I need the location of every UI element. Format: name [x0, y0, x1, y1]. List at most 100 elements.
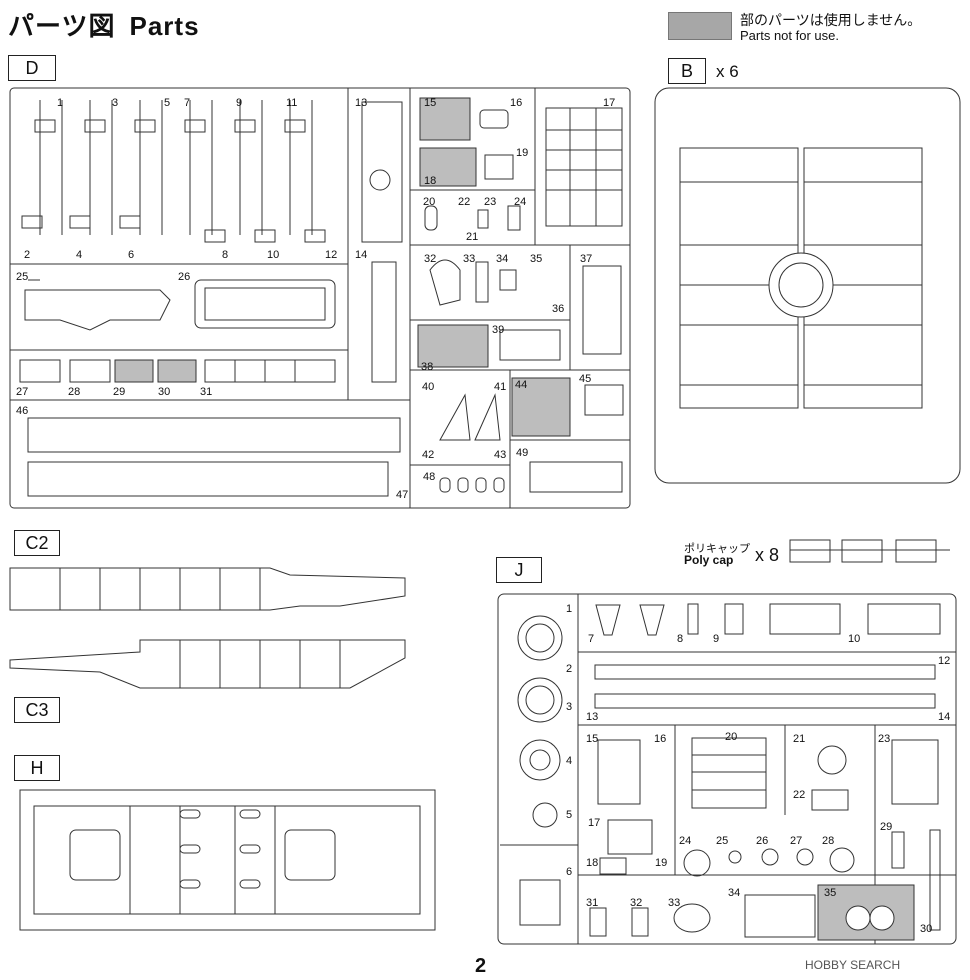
page-title-jp: パーツ図: [8, 12, 116, 42]
part-num-j-5: 5: [566, 809, 572, 821]
polycap-multiplier: x 8: [755, 545, 780, 565]
part-num-d-4: 4: [76, 249, 82, 261]
sprue-label-c2: C2: [14, 530, 60, 556]
part-num-j-12: 12: [938, 655, 950, 667]
part-num-d-22: 22: [458, 196, 470, 208]
part-num-j-21: 21: [793, 733, 805, 745]
page-title: パーツ図 Parts: [8, 6, 200, 43]
part-num-j-13: 13: [586, 711, 598, 723]
part-num-j-26: 26: [756, 835, 768, 847]
part-num-d-40: 40: [422, 381, 434, 393]
part-num-j-3: 3: [566, 701, 572, 713]
part-num-d-18: 18: [424, 175, 436, 187]
part-num-d-31: 31: [200, 386, 212, 398]
part-num-j-20: 20: [725, 731, 737, 743]
part-num-d-44: 44: [515, 379, 527, 391]
part-num-d-15: 15: [424, 97, 436, 109]
part-num-d-24: 24: [514, 196, 526, 208]
part-num-j-17: 17: [588, 817, 600, 829]
sprue-b: [654, 87, 961, 484]
part-num-j-6: 6: [566, 866, 572, 878]
part-num-d-8: 8: [222, 249, 228, 261]
part-num-d-35: 35: [530, 253, 542, 265]
part-num-d-2: 2: [24, 249, 30, 261]
part-num-j-18: 18: [586, 857, 598, 869]
legend-text-jp: 部のパーツは使用しません。: [740, 13, 922, 29]
part-num-j-2: 2: [566, 663, 572, 675]
part-num-j-1: 1: [566, 603, 572, 615]
part-num-j-14: 14: [938, 711, 950, 723]
part-num-d-11: 11: [286, 97, 297, 109]
part-num-d-13: 13: [355, 97, 367, 109]
part-num-d-47: 47: [396, 489, 408, 501]
sprue-d: [9, 87, 631, 509]
part-num-j-10: 10: [848, 633, 860, 645]
part-num-d-46: 46: [16, 405, 28, 417]
part-num-j-16: 16: [654, 733, 666, 745]
sprue-h-hull: [19, 789, 436, 931]
part-num-j-33: 33: [668, 897, 680, 909]
sprue-label-c3: C3: [14, 697, 60, 723]
not-used-swatch: [668, 12, 732, 40]
part-num-d-29: 29: [113, 386, 125, 398]
part-numbers-d: 1 2 3 4 5 6 7 8 9 10 11 12 13 14 15 16 1…: [16, 97, 615, 501]
part-num-j-15: 15: [586, 733, 598, 745]
part-num-d-33: 33: [463, 253, 475, 265]
part-num-d-16: 16: [510, 97, 522, 109]
page-number: 2: [475, 955, 487, 977]
part-numbers-j: 1 2 3 4 5 6 7 8 9 10 12 13 14 15 16 17 1…: [566, 603, 950, 935]
part-num-j-9: 9: [713, 633, 719, 645]
sprue-label-b: B: [668, 58, 706, 84]
part-num-j-35: 35: [824, 887, 836, 899]
part-num-d-37: 37: [580, 253, 592, 265]
part-num-d-1: 1: [57, 97, 63, 109]
part-num-d-3: 3: [112, 97, 118, 109]
part-num-d-25: 25: [16, 271, 28, 283]
part-num-j-19: 19: [655, 857, 667, 869]
suspension-arms: [21, 100, 326, 243]
part-num-j-31: 31: [586, 897, 598, 909]
part-num-d-12: 12: [325, 249, 337, 261]
polycap-sprue: [789, 539, 950, 563]
part-num-d-41: 41: [494, 381, 506, 393]
part-num-d-38: 38: [421, 361, 433, 373]
polycap-label-jp: ポリキャップ: [684, 542, 750, 555]
part-num-j-4: 4: [566, 755, 572, 767]
part-num-d-20: 20: [423, 196, 435, 208]
part-num-j-8: 8: [677, 633, 683, 645]
part-num-d-6: 6: [128, 249, 134, 261]
sprue-label-d: D: [8, 55, 56, 81]
watermark: HOBBY SEARCH: [805, 958, 901, 972]
part-num-d-26: 26: [178, 271, 190, 283]
sprue-label-h: H: [14, 755, 60, 781]
sprue-j: [497, 593, 957, 945]
page-title-en: Parts: [129, 11, 200, 41]
part-num-d-36: 36: [552, 303, 564, 315]
sprue-b-multiplier: x 6: [716, 62, 739, 81]
part-num-j-23: 23: [878, 733, 890, 745]
part-num-d-17: 17: [603, 97, 615, 109]
part-num-d-49: 49: [516, 447, 528, 459]
part-num-j-25: 25: [716, 835, 728, 847]
part-num-d-21: 21: [466, 231, 478, 243]
part-num-j-29: 29: [880, 821, 892, 833]
sprue-label-j: J: [496, 557, 542, 583]
part-num-d-7: 7: [184, 97, 190, 109]
part-num-d-45: 45: [579, 373, 591, 385]
part-num-d-30: 30: [158, 386, 170, 398]
part-num-j-32: 32: [630, 897, 642, 909]
part-num-d-27: 27: [16, 386, 28, 398]
sprue-c3: [9, 639, 406, 689]
part-num-d-39: 39: [492, 324, 504, 336]
part-num-d-32: 32: [424, 253, 436, 265]
sprue-c2: [9, 567, 406, 611]
part-num-j-28: 28: [822, 835, 834, 847]
part-num-d-19: 19: [516, 147, 528, 159]
part-num-d-10: 10: [267, 249, 279, 261]
part-num-d-48: 48: [423, 471, 435, 483]
part-num-j-34: 34: [728, 887, 740, 899]
polycap-label-en: Poly cap: [684, 553, 734, 567]
part-num-d-23: 23: [484, 196, 496, 208]
part-num-d-9: 9: [236, 97, 242, 109]
